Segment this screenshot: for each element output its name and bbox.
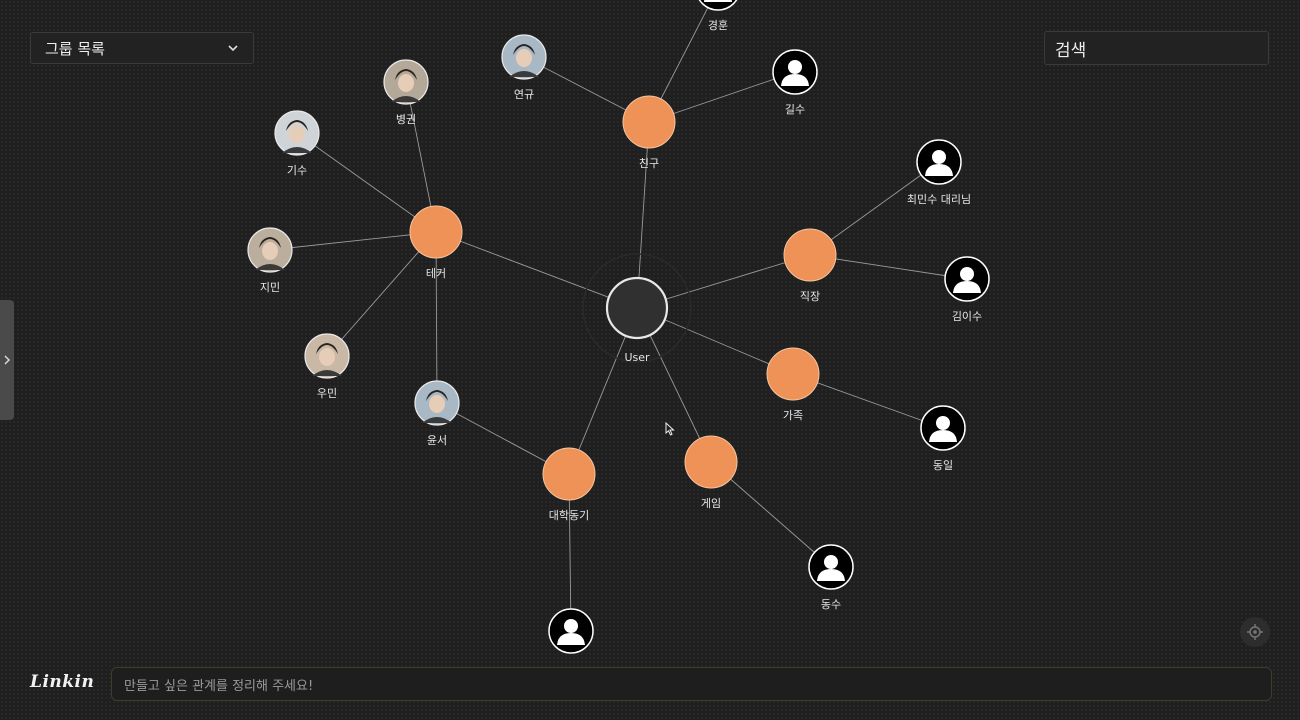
search-input[interactable]: 검색: [1044, 31, 1269, 65]
person-node-yunseo[interactable]: [414, 380, 460, 426]
person-node-label-yunseo: 윤서: [427, 434, 447, 447]
person-node-gyeonghun[interactable]: [696, 0, 740, 11]
group-list-label: 그룹 목록: [45, 39, 105, 58]
photo-avatar-icon: [509, 44, 539, 77]
default-avatar-icon: [817, 555, 845, 581]
group-node-friend[interactable]: [622, 95, 676, 149]
linkin-logo: Linkin: [30, 672, 95, 692]
user-center-node[interactable]: [582, 253, 692, 363]
person-node-kimisu[interactable]: [944, 256, 990, 302]
photo-avatar-icon: [391, 69, 421, 102]
person-node-choiminsu[interactable]: [916, 139, 962, 185]
group-node-family[interactable]: [766, 347, 820, 401]
sidebar-toggle-button[interactable]: [0, 300, 14, 420]
person-node-label-gisu: 기수: [287, 164, 307, 177]
person-node-label-umin: 우민: [317, 387, 337, 400]
edge-family-dongil: [792, 373, 944, 429]
person-node-label-kimisu: 김이수: [952, 310, 982, 323]
mouse-cursor-icon: [665, 421, 675, 440]
person-node-label-yeongyu: 연규: [514, 88, 534, 101]
photo-avatar-icon: [312, 343, 342, 376]
group-node-game[interactable]: [684, 435, 738, 489]
edge-user-tekker: [435, 231, 638, 309]
chevron-down-icon: [228, 45, 238, 52]
edge-tekker-gisu: [296, 132, 437, 233]
photo-avatar-icon: [282, 120, 312, 153]
group-node-label-college: 대학동기: [549, 509, 589, 522]
group-node-label-family: 가족: [783, 409, 803, 422]
edge-game-dongsu: [710, 461, 832, 568]
person-node-dongsu[interactable]: [808, 544, 854, 590]
person-node-yeongyu[interactable]: [501, 34, 547, 80]
group-node-label-work: 직장: [800, 290, 820, 303]
person-node-label-dongil: 동일: [933, 458, 953, 472]
person-node-umin[interactable]: [304, 333, 350, 379]
person-node-label-gilsu: 길수: [785, 103, 805, 116]
photo-avatar-icon: [422, 390, 452, 423]
chat-placeholder: 만들고 싶은 관계를 정리해 주세요!: [124, 678, 314, 694]
person-node-label-choiminsu: 최민수 대리님: [907, 193, 971, 206]
recenter-button[interactable]: [1240, 617, 1270, 647]
person-node-college_member[interactable]: [548, 608, 594, 654]
person-node-gilsu[interactable]: [772, 49, 818, 95]
edge-tekker-umin: [326, 231, 437, 357]
person-node-dongil[interactable]: [920, 405, 966, 451]
crosshair-icon: [1247, 624, 1263, 640]
photo-avatar-icon: [255, 237, 285, 270]
group-node-label-game: 게임: [701, 497, 721, 510]
edge-tekker-jimin: [269, 231, 437, 251]
person-node-byeonggwon[interactable]: [383, 59, 429, 105]
person-node-gisu[interactable]: [274, 110, 320, 156]
group-node-college[interactable]: [542, 447, 596, 501]
group-node-tekker[interactable]: [409, 205, 463, 259]
group-node-label-friend: 친구: [639, 157, 659, 170]
default-avatar-icon: [953, 267, 981, 293]
default-avatar-icon: [929, 416, 957, 442]
edge-tekker-yunseo: [435, 231, 438, 404]
search-placeholder: 검색: [1055, 40, 1087, 61]
chevron-right-icon: [4, 355, 10, 365]
group-node-label-tekker: 테커: [426, 267, 446, 280]
default-avatar-icon: [557, 619, 585, 645]
person-node-jimin[interactable]: [247, 227, 293, 273]
edge-work-choiminsu: [809, 161, 940, 256]
default-avatar-icon: [925, 150, 953, 176]
default-avatar-icon: [704, 0, 732, 2]
person-node-label-dongsu: 동수: [821, 598, 841, 611]
person-node-label-jimin: 지민: [260, 281, 280, 294]
person-node-label-gyeonghun: 경훈: [708, 19, 728, 32]
person-node-label-byeonggwon: 병권: [396, 113, 416, 126]
user-node-label: User: [624, 351, 650, 364]
group-node-work[interactable]: [783, 228, 837, 282]
default-avatar-icon: [781, 60, 809, 86]
group-list-dropdown[interactable]: 그룹 목록: [30, 32, 254, 64]
chat-input[interactable]: 만들고 싶은 관계를 정리해 주세요!: [111, 667, 1272, 701]
